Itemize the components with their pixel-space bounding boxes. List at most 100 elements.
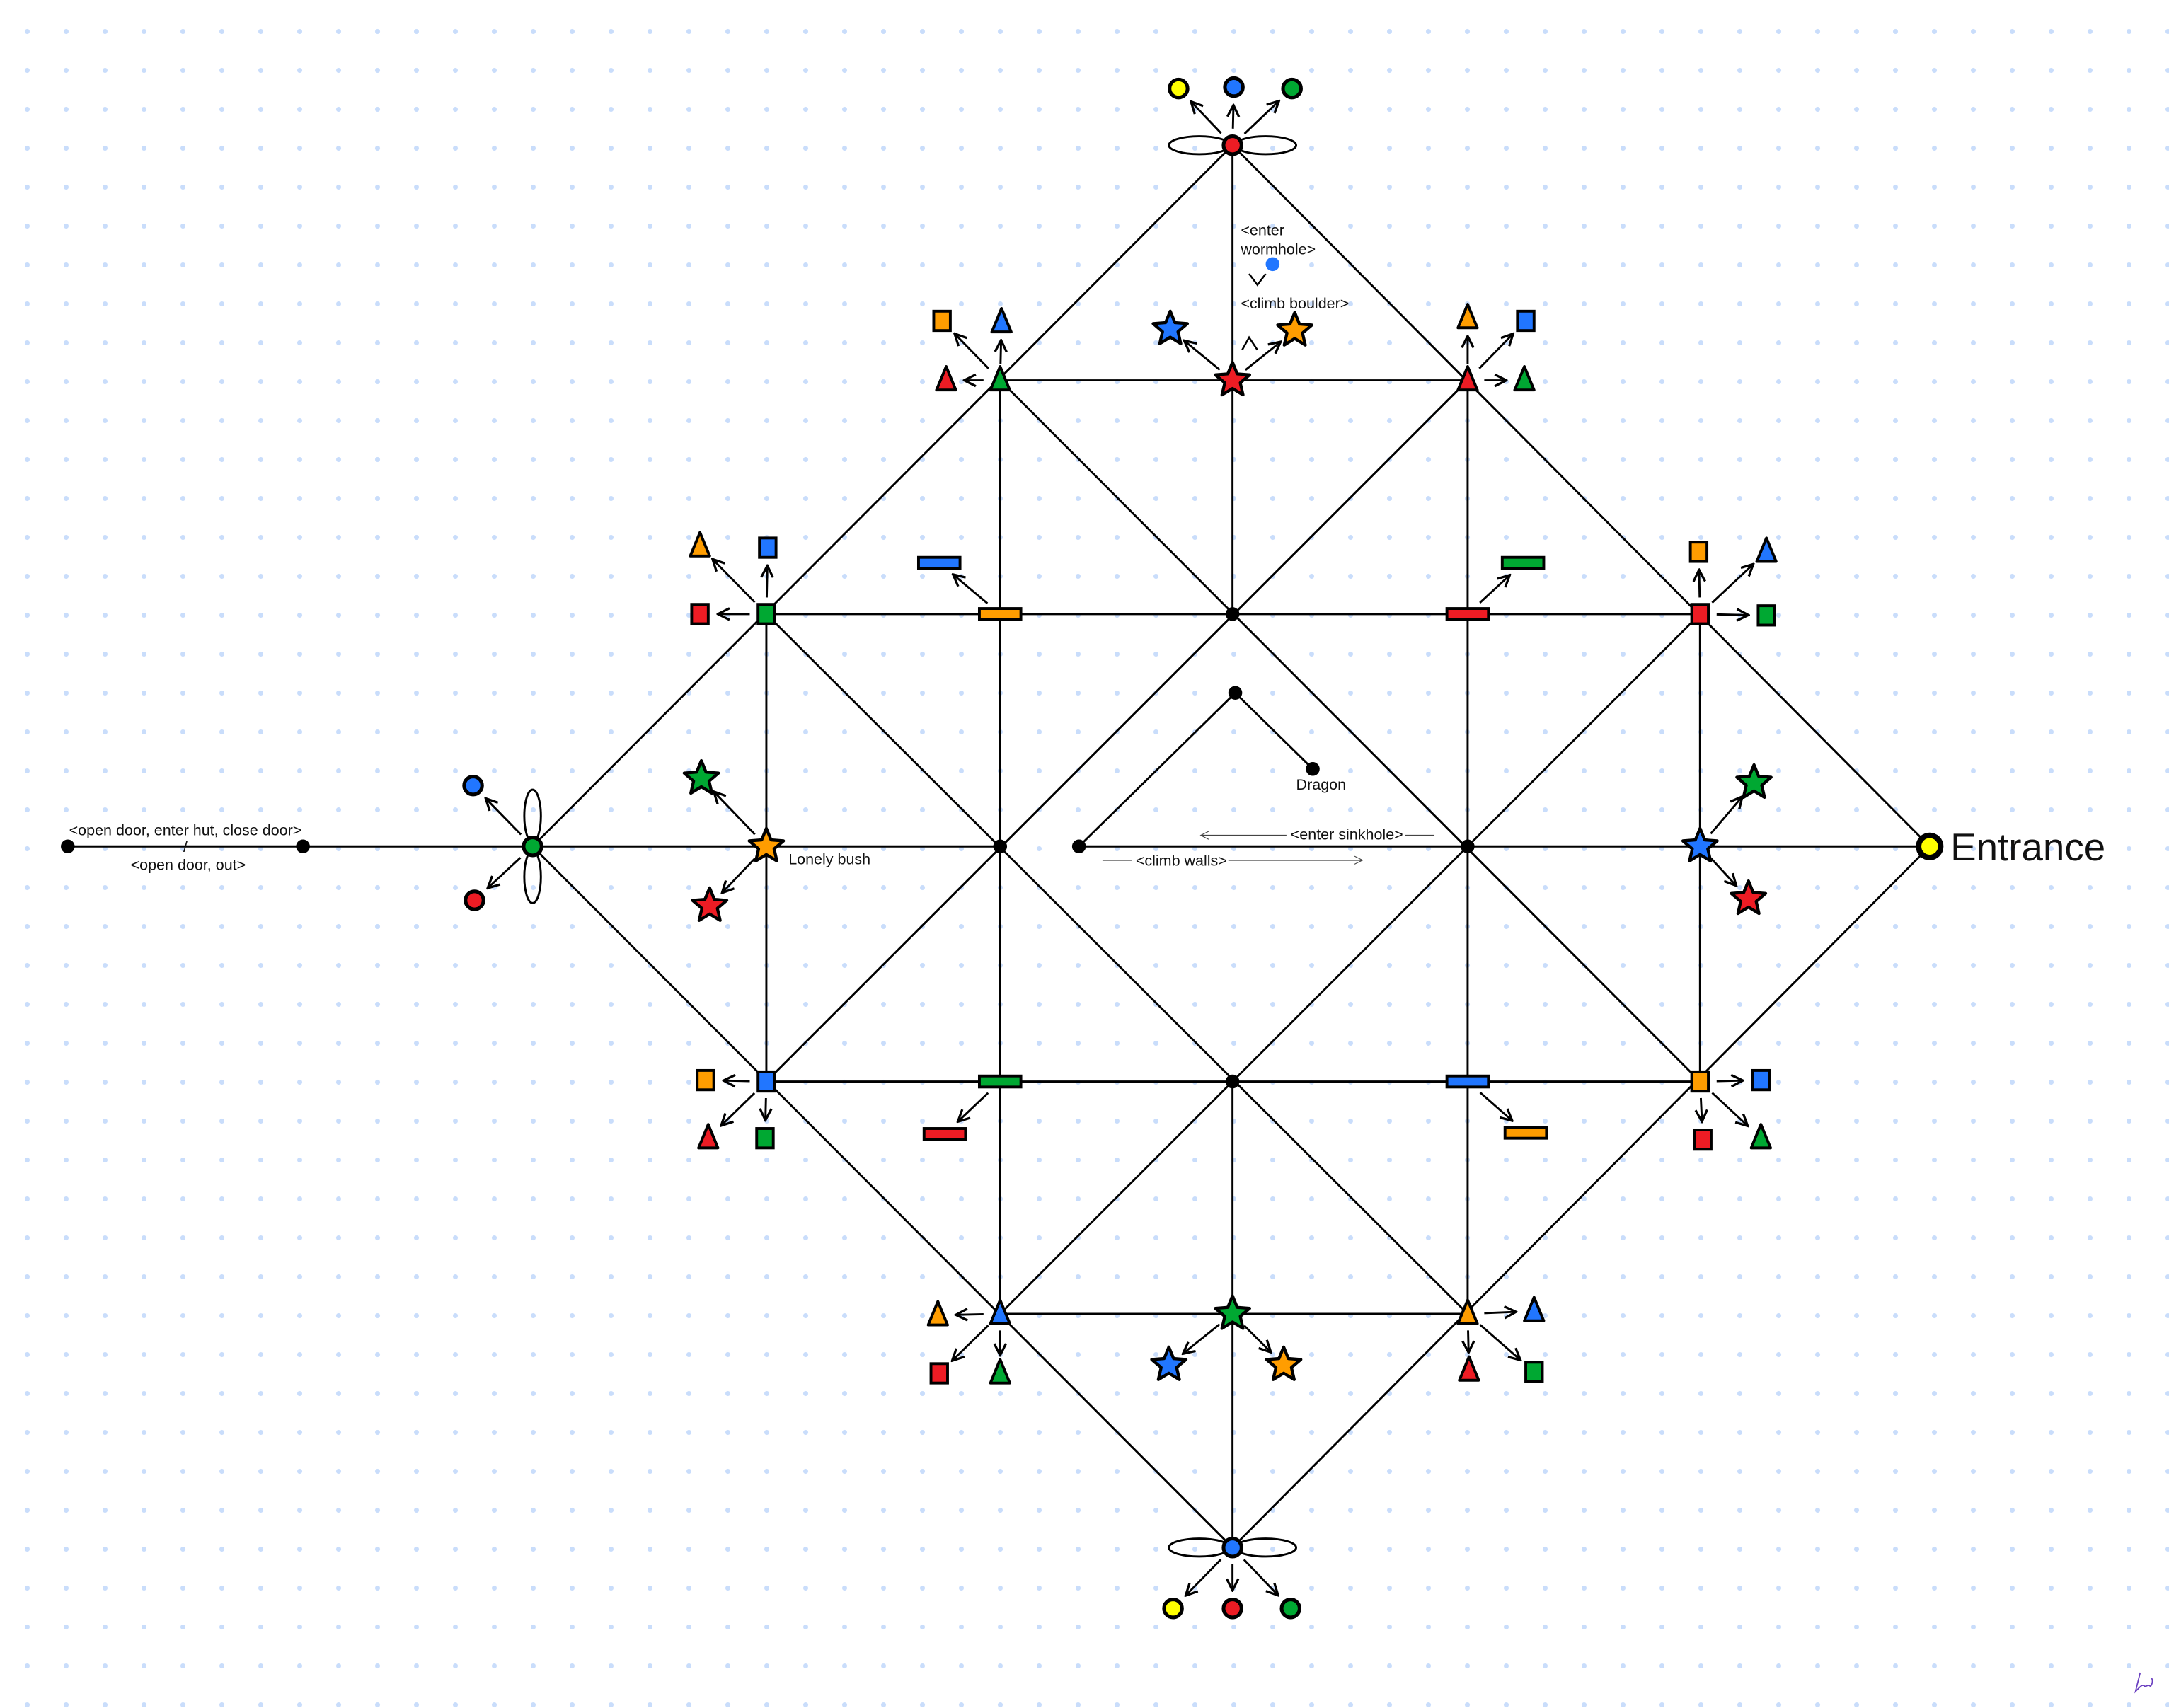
- transition-arrow: [1716, 1080, 1743, 1081]
- transition-arrow: [1716, 614, 1749, 615]
- transition-arrow: [956, 1314, 984, 1315]
- orange-star-icon: [1265, 1345, 1303, 1381]
- blue-bar-icon: [1445, 1074, 1490, 1089]
- orange-triangle-icon: [689, 531, 711, 558]
- black-node-dot-icon: [296, 839, 310, 854]
- blue-triangle-icon: [1523, 1296, 1546, 1322]
- blue-circle-icon: [1223, 76, 1245, 98]
- red-square-icon: [690, 603, 710, 625]
- orange-star-icon: [747, 826, 786, 862]
- blue-square-icon: [756, 1070, 776, 1093]
- transition-arrow: [1184, 340, 1221, 371]
- climb-boulder-label: <climb boulder>: [1241, 295, 1349, 312]
- black-node-dot-icon: [1228, 686, 1243, 700]
- transition-arrow: [952, 1325, 989, 1361]
- orange-square-icon: [1688, 541, 1709, 563]
- transition-arrow: [953, 575, 989, 604]
- orange-bar-icon: [977, 607, 1023, 621]
- red-star-icon: [691, 886, 729, 922]
- orange-bar-icon: [1503, 1126, 1548, 1140]
- green-bar-icon: [977, 1074, 1023, 1089]
- up-caret-icon: [1241, 335, 1258, 351]
- edge-line: [999, 613, 1701, 1315]
- transition-arrow: [1191, 102, 1222, 134]
- orange-square-icon: [1690, 1070, 1710, 1093]
- edge-line: [765, 379, 1468, 1083]
- self-loop-icon: [1234, 1537, 1298, 1558]
- transition-arrow: [1245, 342, 1281, 371]
- green-star-icon: [682, 758, 720, 795]
- edge-line: [999, 379, 1701, 1083]
- orange-star-icon: [1276, 311, 1313, 347]
- orange-triangle-icon: [1456, 1298, 1479, 1325]
- transition-arrow: [1710, 797, 1742, 835]
- dragon-label: Dragon: [1296, 776, 1347, 793]
- signature-icon: [2134, 1672, 2153, 1694]
- blue-star-icon: [1151, 309, 1190, 345]
- red-bar-icon: [1445, 607, 1490, 621]
- red-triangle-icon: [1458, 1355, 1480, 1382]
- red-triangle-icon: [935, 365, 957, 392]
- green-circle-icon: [522, 836, 543, 858]
- lonely-bush-label: Lonely bush: [788, 851, 870, 868]
- hut-enter-label: <open door, enter hut, close door>: [69, 822, 302, 839]
- blue-triangle-icon: [989, 1298, 1011, 1325]
- edge-line: [1078, 692, 1236, 848]
- transition-arrow: [1243, 101, 1279, 135]
- edge-line: [531, 846, 1233, 1549]
- transition-arrow: [1710, 858, 1736, 886]
- climb-walls-label: <climb walls>: [1136, 853, 1227, 870]
- blue-triangle-icon: [990, 306, 1013, 334]
- transition-arrow: [958, 1092, 989, 1122]
- transition-arrow: [1711, 1092, 1747, 1126]
- transition-arrow: [1243, 1325, 1271, 1353]
- green-triangle-icon: [1749, 1123, 1772, 1150]
- self-loop-icon: [1234, 135, 1298, 156]
- transition-arrow: [488, 857, 522, 888]
- blue-bar-icon: [916, 555, 962, 570]
- transition-arrows: [485, 101, 1753, 1596]
- self-loop-icon: [523, 788, 542, 843]
- green-square-icon: [1756, 604, 1776, 627]
- transition-arrow: [1711, 564, 1753, 604]
- yellow-circle-icon: [1162, 1598, 1184, 1620]
- transition-arrow: [723, 1080, 750, 1081]
- red-circle-icon: [1221, 1598, 1243, 1620]
- green-square-icon: [755, 1127, 775, 1150]
- self-loop-icon: [1168, 1537, 1231, 1558]
- green-triangle-icon: [989, 1358, 1011, 1385]
- self-loop-icon: [523, 849, 542, 904]
- transition-arrow: [722, 858, 756, 893]
- transition-arrow: [1699, 570, 1700, 598]
- red-bar-icon: [922, 1127, 967, 1141]
- blue-circle-icon: [1221, 1537, 1243, 1559]
- hut-exit-label: <open door, out>: [131, 856, 246, 873]
- black-node-dot-icon: [1225, 1074, 1240, 1089]
- black-node-dot-icon: [1461, 839, 1475, 854]
- edge-line: [531, 144, 1233, 848]
- red-triangle-icon: [1456, 365, 1479, 392]
- red-circle-icon: [1221, 134, 1243, 156]
- transition-arrow: [485, 798, 522, 836]
- transition-arrow: [1701, 1097, 1702, 1121]
- red-triangle-icon: [697, 1123, 720, 1150]
- green-triangle-icon: [1513, 365, 1536, 392]
- orange-square-icon: [696, 1068, 715, 1092]
- transition-arrow: [1479, 1324, 1521, 1360]
- enter-sinkhole-label: <enter sinkhole>: [1291, 826, 1403, 843]
- green-star-icon: [1735, 763, 1773, 800]
- transition-arrow: [766, 565, 767, 598]
- blue-circle-icon: [462, 774, 484, 797]
- enter-wormhole-label-2: wormhole>: [1240, 241, 1316, 258]
- green-triangle-icon: [989, 365, 1011, 392]
- blue-triangle-icon: [1755, 536, 1778, 563]
- green-square-icon: [756, 603, 776, 625]
- transition-arrow: [721, 1092, 756, 1126]
- red-square-icon: [929, 1362, 949, 1385]
- green-bar-icon: [1500, 555, 1546, 570]
- black-node-dot-icon: [1071, 839, 1086, 854]
- green-circle-icon: [1281, 77, 1303, 100]
- transition-arrow: [1183, 1323, 1221, 1354]
- transition-arrow: [955, 334, 989, 369]
